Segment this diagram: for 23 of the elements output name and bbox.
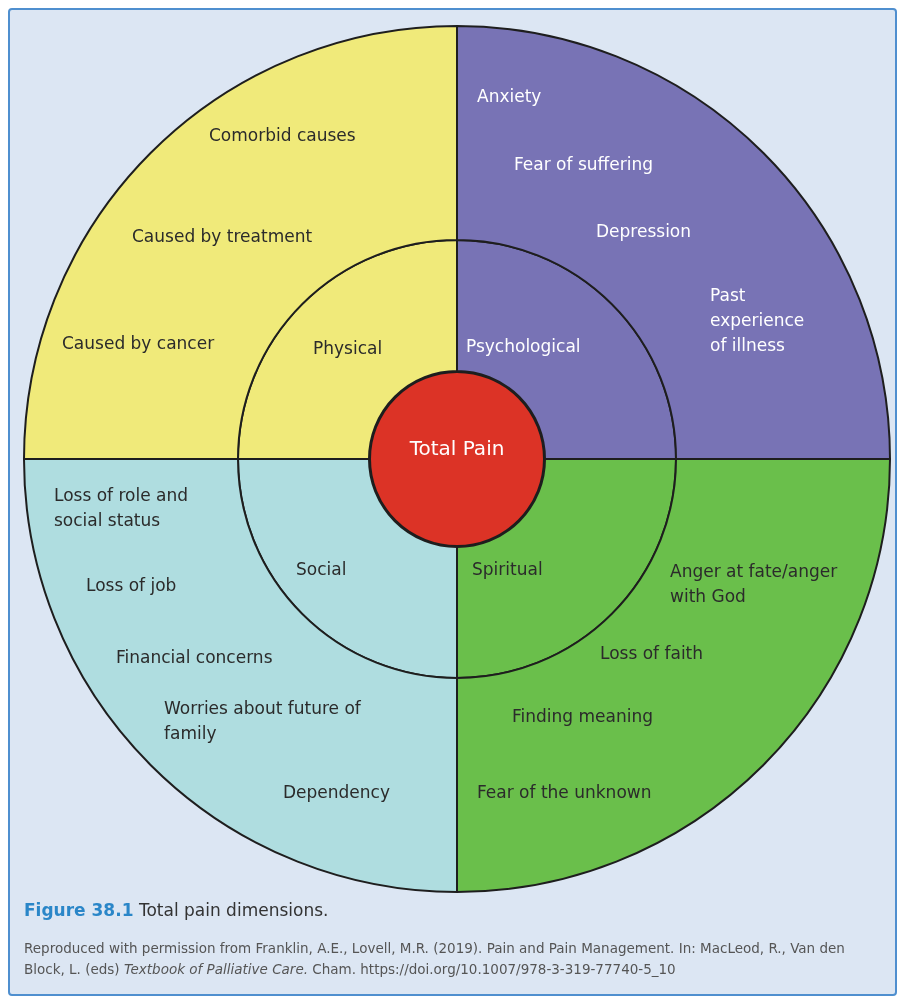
dimension-label: Psychological [466, 334, 582, 358]
item-label: Worries about future of family [164, 697, 362, 745]
item-label: Fear of the unknown [477, 780, 653, 804]
dimension-label: Spiritual [472, 557, 544, 581]
item-label: Comorbid causes [209, 123, 357, 147]
item-label: Financial concerns [116, 645, 274, 669]
item-label: Loss of role and social status [54, 484, 190, 532]
item-label: Loss of job [86, 573, 178, 597]
item-label: Finding meaning [512, 704, 655, 728]
item-label: Fear of suffering [514, 152, 654, 176]
item-label: Caused by cancer [62, 331, 216, 355]
item-label: Caused by treatment [132, 224, 314, 248]
dimension-label: Social [296, 557, 348, 581]
figure-caption: Figure 38.1 Total pain dimensions. [24, 900, 329, 920]
item-label: Anxiety [477, 84, 543, 108]
item-label: Dependency [283, 780, 391, 804]
dimension-label: Physical [313, 336, 384, 360]
item-label: Past experience of illness [710, 283, 806, 357]
center-label: Total Pain [408, 435, 506, 462]
item-label: Depression [596, 219, 693, 243]
item-label: Anger at fate/anger with God [670, 560, 839, 608]
item-label: Loss of faith [600, 641, 705, 665]
source-note: Reproduced with permission from Franklin, A.E., Lovell, M.R. (2019). Pain and Pain Management. In: MacLeod, R., Van den Block, L. (eds) Textbook of Palliative Care. Cham. https://doi.org/10.1007/978-3-319-77740-5_10 [24, 939, 846, 979]
